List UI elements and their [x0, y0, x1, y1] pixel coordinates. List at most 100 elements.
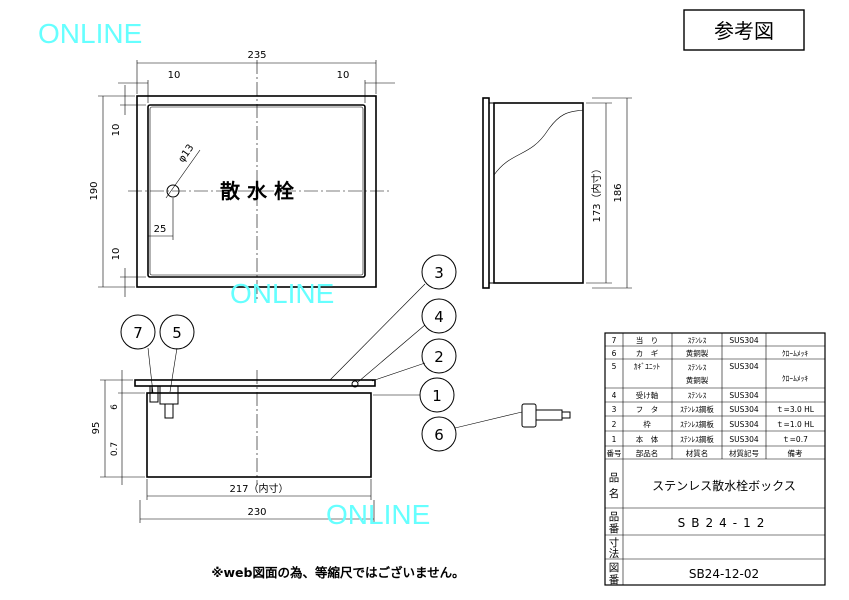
watermark-middle: ONLINE [230, 278, 334, 309]
dim-side-inner: 173（内寸） [590, 163, 603, 222]
row4-material: ｽﾃﾝﾚｽ [688, 391, 707, 400]
callout-2 [421, 338, 457, 374]
row2-name: 枠 [643, 419, 651, 429]
drawing-no: SB24-12-02 [689, 567, 759, 581]
keyhole-circle [166, 184, 180, 198]
row6-name: カ ギ [636, 349, 659, 358]
dim-hole-offset: 25 [154, 224, 167, 235]
callout-2-label: 2 [434, 348, 444, 366]
callouts: 3 4 2 1 6 7 5 [120, 254, 523, 452]
row5-code: SUS304 [729, 362, 759, 371]
row4-code: SUS304 [729, 391, 759, 400]
callout-3 [421, 254, 457, 290]
watermark-top-left: ONLINE [38, 18, 142, 49]
parts-table: 7 当 り ｽﾃﾝﾚｽ SUS304 6 カ ギ 黄銅製 ｸﾛｰﾑﾒｯｷ 5 ｶ… [604, 332, 826, 586]
product-name-label-1: 品 [609, 472, 620, 484]
frame-flange [482, 97, 490, 289]
dim-bottom-margin: 10 [111, 248, 122, 261]
leader-4 [357, 324, 426, 383]
row3-note: ｔ=3.0 HL [776, 405, 815, 414]
callout-4 [421, 298, 457, 334]
row1-name: 本 体 [636, 434, 659, 444]
row5-name: ｶｷﾞﾕﾆｯﾄ [634, 362, 660, 371]
size-label-2: 法 [609, 547, 620, 560]
leader-3 [329, 283, 426, 381]
header-code: 材質記号 [729, 448, 759, 458]
row7-material: ｽﾃﾝﾚｽ [688, 336, 707, 345]
side-view: 173（内寸） 186 [482, 97, 632, 289]
key-shaft [535, 409, 563, 421]
product-no: SB24-12 [678, 516, 771, 530]
watermark-bottom: ONLINE [326, 499, 430, 530]
drawing-no-label-2: 番 [609, 574, 620, 586]
dim-inner-width: 217（内寸） [229, 482, 288, 495]
frame-outline [136, 95, 377, 288]
dim-hole-dia: φ13 [176, 143, 196, 165]
callout-6 [421, 416, 457, 452]
product-name-label-2: 名 [609, 487, 620, 500]
body-box [146, 392, 372, 478]
reference-label: 参考図 [714, 19, 774, 43]
dim-right-margin: 10 [337, 70, 350, 81]
leader-5 [169, 347, 178, 393]
header-name: 部品名 [636, 448, 659, 458]
key-unit [159, 385, 179, 405]
dim-depth: 95 [91, 422, 102, 435]
row5-material2: 黄銅製 [686, 375, 709, 385]
row1-no: 1 [612, 435, 617, 444]
row6-note: ｸﾛｰﾑﾒｯｷ [782, 349, 808, 358]
drawing-no-label-1: 図 [609, 562, 620, 574]
row5-no: 5 [612, 362, 617, 371]
dim-lower-part: 0.7 [110, 442, 120, 456]
dim-bottom-width: 230 [247, 507, 266, 518]
row2-code: SUS304 [729, 420, 759, 429]
callout-6-label: 6 [434, 426, 444, 444]
row3-code: SUS304 [729, 405, 759, 414]
row3-material: ｽﾃﾝﾚｽ鋼板 [680, 404, 714, 414]
top-view: 散 水 栓 φ13 235 10 10 190 10 10 25 [89, 50, 395, 300]
header-no: 番号 [607, 448, 622, 458]
hole-leader [165, 149, 201, 199]
row1-note: ｔ=0.7 [782, 435, 808, 444]
row5-material: ｽﾃﾝﾚｽ [688, 363, 707, 372]
hinge-shaft [351, 380, 359, 388]
header-material: 材質名 [686, 448, 709, 458]
callout-7 [120, 314, 156, 350]
row1-code: SUS304 [729, 435, 759, 444]
row6-no: 6 [612, 349, 617, 358]
leader-2 [371, 362, 426, 382]
reference-stamp: 参考図 [683, 9, 805, 51]
cover-label: 散 水 栓 [220, 179, 294, 203]
reference-box [683, 9, 805, 51]
front-view: 95 6 0.7 217（内寸） 230 [91, 370, 376, 523]
row7-code: SUS304 [729, 336, 759, 345]
break-line [493, 109, 584, 176]
dim-upper-part: 6 [110, 404, 120, 410]
key-unit-shaft [164, 403, 174, 419]
product-no-label-2: 番 [609, 523, 620, 535]
product-name: ステンレス散水栓ボックス [652, 478, 796, 493]
row7-name: 当 り [636, 335, 659, 345]
product-no-label-1: 品 [609, 511, 620, 523]
key-drawing [521, 403, 571, 428]
header-note: 備考 [788, 448, 803, 458]
row2-material: ｽﾃﾝﾚｽ鋼板 [680, 419, 714, 429]
row1-material: ｽﾃﾝﾚｽ鋼板 [680, 434, 714, 444]
dim-side-outer: 186 [613, 183, 624, 202]
row4-no: 4 [612, 391, 617, 400]
callout-5 [159, 314, 195, 350]
leader-6 [454, 411, 523, 429]
callout-7-label: 7 [133, 324, 143, 342]
dim-width-outer: 235 [247, 50, 266, 61]
size-label-1: 寸 [609, 536, 620, 549]
row2-note: ｔ=1.0 HL [776, 420, 815, 429]
dim-left-margin: 10 [168, 70, 181, 81]
callout-1 [419, 377, 455, 413]
dim-top-margin: 10 [111, 124, 122, 137]
callout-3-label: 3 [434, 264, 444, 282]
key-tip [561, 411, 571, 419]
callout-1-label: 1 [432, 387, 442, 405]
callout-4-label: 4 [434, 308, 444, 326]
dim-height-outer: 190 [89, 181, 100, 200]
row3-no: 3 [612, 405, 617, 414]
